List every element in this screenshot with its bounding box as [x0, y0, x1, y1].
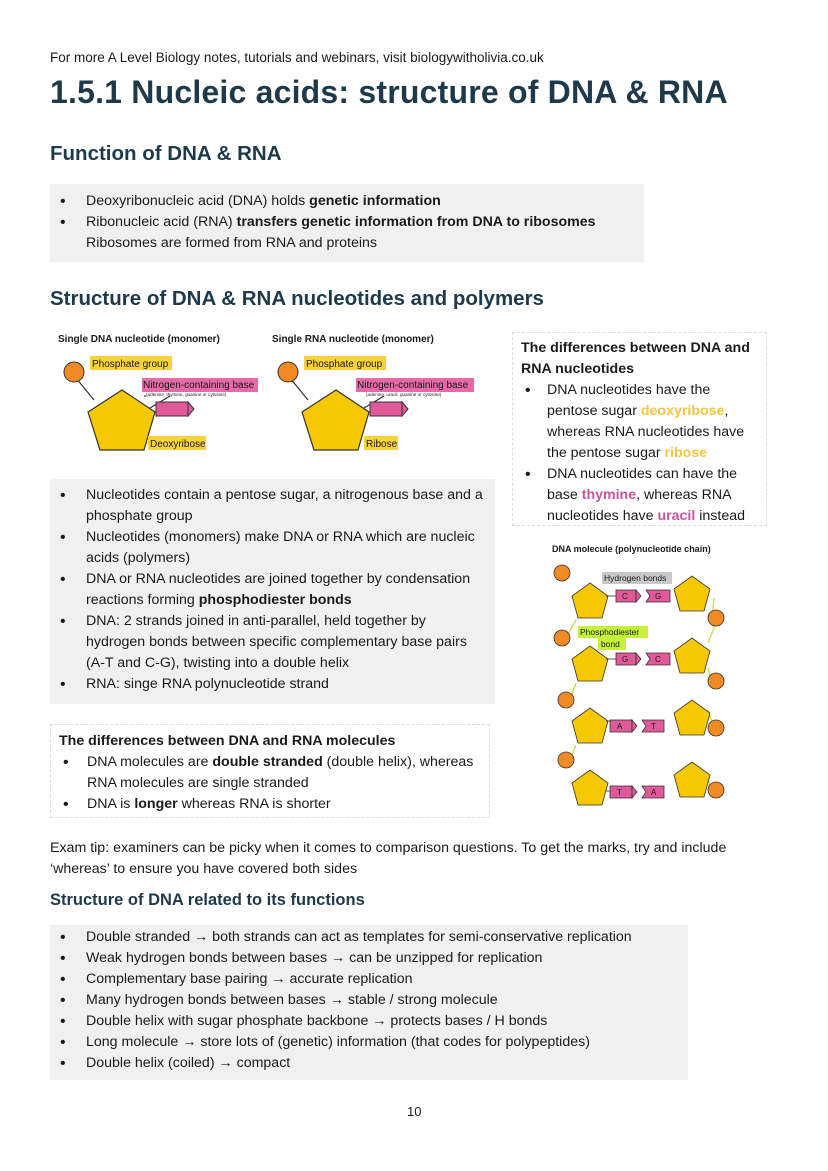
list-item: DNA nucleotides can have the base thymin… — [521, 464, 760, 527]
sugar-pentagon — [571, 582, 609, 619]
nucleotide-points-box: Nucleotides contain a pentose sugar, a n… — [50, 479, 495, 704]
phosphate-circle — [707, 672, 725, 690]
phosphate-label-bg — [304, 356, 386, 370]
list-item: Ribonucleic acid (RNA) transfers genetic… — [50, 212, 644, 233]
page-number: 10 — [407, 1104, 422, 1119]
phosphodiester-label-bg — [578, 626, 648, 638]
list-item: Deoxyribonucleic acid (DNA) holds geneti… — [50, 191, 644, 212]
sugar-label-bg — [364, 436, 398, 450]
base-letter: T — [617, 788, 622, 797]
dna-molecule-title: DNA molecule (polynucleotide chain) — [552, 544, 711, 554]
sugar-label: Deoxyribose — [150, 439, 206, 450]
base-letter: G — [622, 655, 628, 664]
rna-nucleotide-title: Single RNA nucleotide (monomer) — [272, 334, 434, 345]
base-letter: C — [655, 655, 661, 664]
function-box: Deoxyribonucleic acid (DNA) holds geneti… — [50, 184, 644, 262]
list-note: Ribosomes are formed from RNA and protei… — [86, 235, 377, 251]
sugar-pentagon — [673, 761, 711, 798]
base-label: Nitrogen-containing base — [143, 380, 255, 391]
base-pair: T A — [606, 784, 665, 800]
exam-tip: Exam tip: examiners can be picky when it… — [50, 840, 727, 877]
base-letter: C — [622, 592, 628, 601]
deoxyribose-pentagon — [87, 389, 156, 451]
sugar-label-bg — [148, 436, 206, 450]
source-line: For more A Level Biology notes, tutorial… — [50, 50, 544, 65]
molecule-differences-title: The differences between DNA and RNA mole… — [59, 733, 396, 749]
list-item: DNA or RNA nucleotides are joined togeth… — [50, 569, 495, 611]
base-letter: A — [617, 722, 623, 731]
phosphodiester-label-2: bond — [601, 639, 620, 649]
list-item: Nucleotides contain a pentose sugar, a n… — [50, 485, 495, 527]
sugar-pentagon — [571, 707, 609, 744]
phosphodiester-label-1: Phosphodiester — [580, 627, 639, 637]
rna-nucleotide-diagram: Single RNA nucleotide (monomer) Phosphat… — [272, 334, 474, 451]
sugar-pentagon — [673, 637, 711, 674]
base-label: Nitrogen-containing base — [357, 380, 469, 391]
base-pair: G C — [606, 651, 671, 667]
list-item: DNA nucleotides have the pentose sugar d… — [521, 380, 760, 464]
list-item: Double stranded → both strands can act a… — [50, 927, 688, 948]
list-item: DNA: 2 strands joined in anti-parallel, … — [50, 611, 495, 674]
phosphate-label: Phosphate group — [306, 359, 383, 370]
base-rect — [155, 401, 189, 417]
base-letter: T — [651, 722, 656, 731]
phosphate-circle — [277, 361, 299, 383]
nucleotide-differences-box: The differences between DNA and RNA nucl… — [512, 332, 767, 526]
base-rect — [369, 401, 403, 417]
molecule-differences-box: The differences between DNA and RNA mole… — [50, 724, 490, 818]
related-box: Double stranded → both strands can act a… — [50, 925, 688, 1080]
list-item: DNA is longer whereas RNA is shorter — [59, 794, 481, 815]
related-heading: Structure of DNA related to its function… — [50, 891, 365, 909]
list-item: Double helix (coiled) → compact — [50, 1053, 688, 1074]
base-pair: A T — [606, 718, 665, 734]
dna-molecule-diagram: DNA molecule (polynucleotide chain) C G — [552, 544, 725, 806]
list-item: Nucleotides (monomers) make DNA or RNA w… — [50, 527, 495, 569]
base-letter: G — [655, 592, 661, 601]
phosphate-circle — [553, 564, 571, 582]
sugar-label: Ribose — [366, 439, 398, 450]
phosphate-circle — [707, 609, 725, 627]
list-item: Long molecule → store lots of (genetic) … — [50, 1032, 688, 1053]
phosphate-label-bg — [90, 356, 172, 370]
hydrogen-label-bg — [602, 572, 672, 584]
sugar-pentagon — [571, 769, 609, 806]
hydrogen-bonds-label: Hydrogen bonds — [604, 573, 666, 583]
ribose-pentagon — [301, 389, 370, 451]
base-sub-label: (adenine, uracil, guanine or cytosine) — [366, 392, 442, 397]
base-label-bg — [142, 378, 258, 392]
phosphate-circle — [63, 361, 85, 383]
phosphate-circle — [707, 719, 725, 737]
base-sub-label: (adenine, thymine, guanine or cytosine) — [146, 392, 227, 397]
base-label-bg — [356, 378, 474, 392]
phosphate-circle — [553, 629, 571, 647]
list-item: Complementary base pairing → accurate re… — [50, 969, 688, 990]
phosphate-circle — [557, 691, 575, 709]
list-item: Weak hydrogen bonds between bases → can … — [50, 948, 688, 969]
dna-nucleotide-diagram: Single DNA nucleotide (monomer) Phosphat… — [58, 334, 258, 451]
function-heading: Function of DNA & RNA — [50, 142, 282, 165]
phosphate-link — [75, 377, 95, 401]
list-item: Double helix with sugar phosphate backbo… — [50, 1011, 688, 1032]
phosphate-circle — [557, 751, 575, 769]
phosphate-circle — [707, 781, 725, 799]
list-item: DNA molecules are double stranded (doubl… — [59, 752, 481, 794]
base-pair: C G — [606, 588, 671, 604]
base-letter: A — [651, 788, 657, 797]
list-item: RNA: singe RNA polynucleotide strand — [50, 674, 495, 695]
sugar-pentagon — [571, 645, 609, 682]
nucleotide-differences-title: The differences between DNA and RNA nucl… — [521, 340, 750, 377]
structure-heading: Structure of DNA & RNA nucleotides and p… — [50, 287, 544, 310]
page-title: 1.5.1 Nucleic acids: structure of DNA & … — [50, 74, 728, 110]
sugar-pentagon — [673, 699, 711, 736]
phosphate-label: Phosphate group — [92, 359, 169, 370]
dna-nucleotide-title: Single DNA nucleotide (monomer) — [58, 334, 220, 345]
sugar-pentagon — [673, 575, 711, 612]
list-item: Many hydrogen bonds between bases → stab… — [50, 990, 688, 1011]
